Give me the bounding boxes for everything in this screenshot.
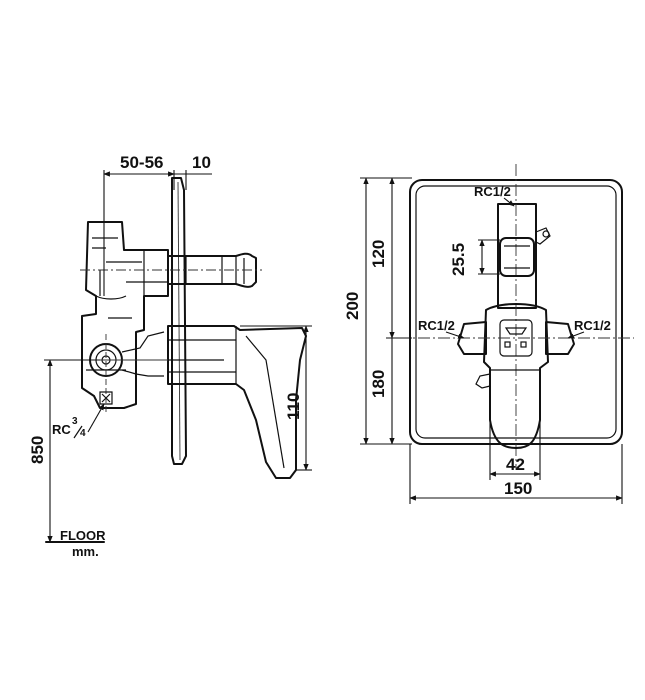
unit-label: mm.: [72, 544, 99, 559]
side-valve-body: [81, 221, 169, 409]
front-left-port: [457, 321, 487, 355]
front-right-port: [545, 321, 575, 355]
side-wall-plate: [171, 177, 187, 465]
dim-spout-size: 25.5: [449, 243, 468, 276]
side-diverter-spindle: [167, 252, 257, 288]
side-lever-handle: [167, 325, 307, 479]
dim-lower: 180: [369, 370, 388, 398]
dim-handle-width: 42: [506, 455, 525, 474]
thread-top-label: RC1/2: [474, 184, 511, 199]
front-diverter-stem: [497, 203, 537, 309]
thread-left-label: RC1/2: [418, 318, 455, 333]
floor-label: FLOOR: [60, 528, 106, 543]
side-inlet-fitting: [46, 331, 168, 412]
dim-wall-depth: 50-56: [120, 153, 163, 172]
dim-plate-thickness: 10: [192, 153, 211, 172]
dim-handle-height: 110: [284, 393, 303, 420]
front-mixer-body: [483, 303, 549, 449]
dim-total-height: 200: [343, 292, 362, 320]
svg-text:4: 4: [80, 428, 86, 439]
dim-floor-height: 850: [28, 436, 47, 464]
dim-upper: 120: [369, 240, 388, 268]
side-view: 50-56 10 110 850 RC 3 4 FLOOR mm.: [28, 153, 312, 559]
thread-right-label: RC1/2: [574, 318, 611, 333]
svg-text:3: 3: [72, 416, 78, 427]
svg-text:RC: RC: [52, 422, 71, 437]
thread-inlet-label: RC 3 4: [52, 403, 105, 439]
dim-plate-width: 150: [504, 479, 532, 498]
front-view: 25.5 RC1/2 RC1/2 RC1/2 200 120 180: [343, 164, 634, 504]
front-diverter-knob: [499, 237, 535, 277]
